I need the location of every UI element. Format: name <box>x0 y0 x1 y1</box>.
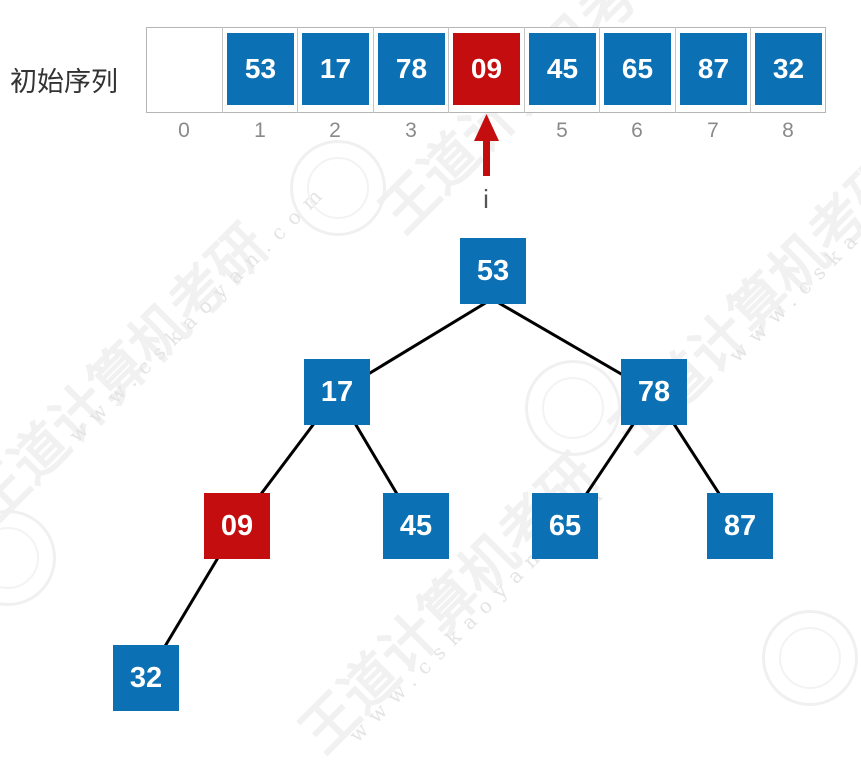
array-cell-value: 17 <box>302 33 369 105</box>
tree-node: 45 <box>383 493 449 559</box>
array-cell-value: 45 <box>529 33 596 105</box>
tree-node: 78 <box>621 359 687 425</box>
tree-node: 87 <box>707 493 773 559</box>
array-cell: 65 <box>599 27 675 113</box>
tree-node: 17 <box>304 359 370 425</box>
array-cell: 78 <box>373 27 449 113</box>
array-cell: 17 <box>297 27 373 113</box>
tree-node: 65 <box>532 493 598 559</box>
array-cell-value: 53 <box>227 33 294 105</box>
array-cell: 09 <box>448 27 524 113</box>
array-index: 7 <box>707 119 719 142</box>
tree-edges <box>144 114 742 679</box>
array-index: 3 <box>405 119 417 142</box>
tree-node: 53 <box>460 238 526 304</box>
array-cell-value: 32 <box>755 33 822 105</box>
array-index: 2 <box>329 119 341 142</box>
pointer-arrow-icon <box>474 114 499 176</box>
array-index: 0 <box>178 119 190 142</box>
array-cell: 53 <box>222 27 298 113</box>
array-index: 1 <box>254 119 266 142</box>
array-cell: 45 <box>524 27 600 113</box>
array-index: 6 <box>631 119 643 142</box>
array-cell: 87 <box>675 27 751 113</box>
tree-node-highlighted: 09 <box>204 493 270 559</box>
sequence-label: 初始序列 <box>10 67 118 98</box>
array-cell-value-highlighted: 09 <box>453 33 520 105</box>
pointer-label: i <box>483 184 489 214</box>
array-cell: 32 <box>750 27 826 113</box>
tree-node: 32 <box>113 645 179 711</box>
array-index: 5 <box>556 119 568 142</box>
array-cell-value: 87 <box>680 33 747 105</box>
array-cell-value: 65 <box>604 33 671 105</box>
array-cell-value: 78 <box>378 33 445 105</box>
array-index: 8 <box>782 119 794 142</box>
